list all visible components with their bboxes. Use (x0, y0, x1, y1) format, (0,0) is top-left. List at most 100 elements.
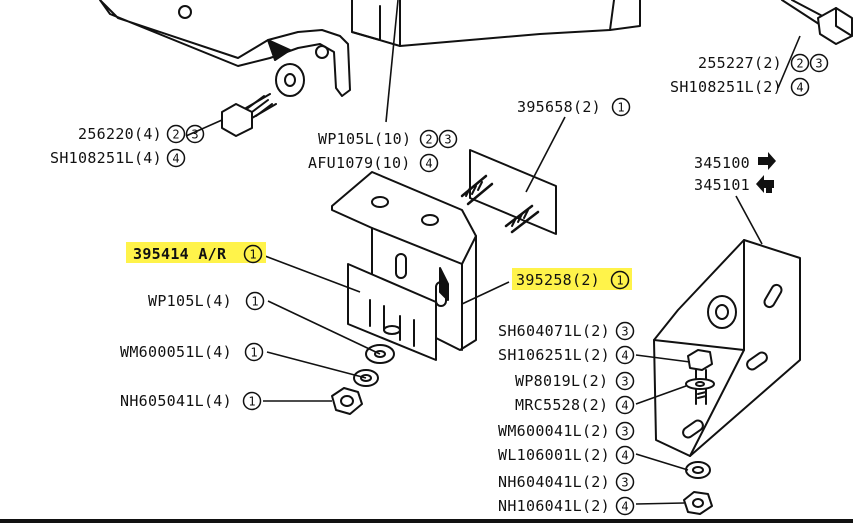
label-256220: 256220(4) (78, 125, 162, 143)
callout-circles-sh106251: 4 (615, 345, 635, 365)
callout-circles-wp8019: 3 (615, 371, 635, 391)
corner-bracket-drawing (653, 239, 801, 457)
label-255227: 255227(2) (698, 54, 782, 72)
highlight-395414 (126, 242, 266, 263)
label-wp105l-4: WP105L(4) (148, 292, 232, 310)
callout-circles-nh604041: 3 (615, 472, 635, 492)
callout-circles-sh108251-right: 4 (790, 77, 810, 97)
label-wm600051: WM600051L(4) (120, 343, 232, 361)
callout-number: 4 (621, 449, 628, 463)
label-345100: 345100 (694, 154, 750, 172)
arrow-left-icon (756, 175, 774, 193)
callout-number: 3 (191, 128, 198, 142)
callout-circle (166, 124, 186, 144)
callout-circles-wm600041: 3 (615, 421, 635, 441)
callout-circles-sh108251-left: 4 (166, 148, 186, 168)
callout-circle (245, 291, 265, 311)
callout-circle (615, 421, 635, 441)
top-right-bolt-drawing (781, 0, 853, 45)
highlight-395258 (512, 268, 632, 290)
callout-circle (615, 445, 635, 465)
label-wl106001: WL106001L(2) (498, 446, 610, 464)
callout-number: 2 (796, 57, 803, 71)
callout-number: 1 (251, 295, 258, 309)
callout-circle (166, 148, 186, 168)
label-sh106251: SH106251L(2) (498, 346, 610, 364)
left-bolt-drawing (221, 93, 277, 137)
label-345101: 345101 (694, 176, 750, 194)
callout-number: 3 (815, 57, 822, 71)
callout-circles-395258: 1 (610, 270, 630, 290)
callout-circle (610, 270, 630, 290)
callout-number: 3 (621, 325, 628, 339)
callout-number: 2 (172, 128, 179, 142)
bumper-bracket-left-drawing (99, 0, 351, 97)
callout-circle (615, 395, 635, 415)
callout-circles-wm600051: 1 (244, 342, 264, 362)
arrow-left-tail-icon (766, 184, 772, 193)
callout-number: 3 (621, 425, 628, 439)
callout-circles-wp105l-4: 1 (245, 291, 265, 311)
callout-number: 2 (425, 133, 432, 147)
callout-number: 1 (250, 346, 257, 360)
callout-number: 1 (617, 101, 624, 115)
callout-number: 3 (621, 375, 628, 389)
callout-number: 4 (796, 81, 803, 95)
label-395258: 395258(2) (516, 271, 600, 289)
callout-circles-nh106041: 4 (615, 496, 635, 516)
callout-number: 4 (425, 157, 432, 171)
callout-number: 1 (249, 248, 256, 262)
callout-circle (615, 321, 635, 341)
outer-bracket-drawing (331, 171, 477, 351)
callout-circle (185, 124, 205, 144)
bottom-border-rule (0, 519, 853, 523)
spacer-plate-drawing (347, 263, 437, 361)
callout-circles-mrc5528: 4 (615, 395, 635, 415)
callout-circle (615, 371, 635, 391)
callout-circles-395658: 1 (611, 97, 631, 117)
stud-plate-drawing (460, 149, 557, 235)
label-395658: 395658(2) (517, 98, 601, 116)
callout-circle (242, 391, 262, 411)
callout-circles-395414: 1 (243, 244, 263, 264)
right-hardware-drawing (683, 349, 715, 515)
left-washer-drawing (275, 63, 305, 97)
callout-number: 1 (616, 274, 623, 288)
label-nh605041: NH605041L(4) (120, 392, 232, 410)
callout-circles-sh604071: 3 (615, 321, 635, 341)
callout-circles-256220: 2 3 (166, 124, 205, 144)
callout-circle (790, 53, 810, 73)
callout-circle (615, 345, 635, 365)
callout-circle (419, 153, 439, 173)
callout-circle (611, 97, 631, 117)
leader-lines (185, 0, 801, 505)
label-wp8019: WP8019L(2) (515, 372, 608, 390)
bumper-drawing (351, 0, 641, 47)
arrow-right-icon (758, 152, 776, 170)
label-mrc5528: MRC5528(2) (515, 396, 608, 414)
callout-number: 3 (444, 133, 451, 147)
callout-circle (615, 496, 635, 516)
callout-number: 3 (621, 476, 628, 490)
callout-number: 4 (621, 500, 628, 514)
callout-circles-afu1079: 4 (419, 153, 439, 173)
callout-circle (438, 129, 458, 149)
label-sh604071: SH604071L(2) (498, 322, 610, 340)
label-nh604041: NH604041L(2) (498, 473, 610, 491)
callout-circles-nh605041: 1 (242, 391, 262, 411)
callout-number: 1 (248, 395, 255, 409)
callout-number: 4 (621, 399, 628, 413)
callout-circle (809, 53, 829, 73)
label-nh106041: NH106041L(2) (498, 497, 610, 515)
callout-number: 4 (621, 349, 628, 363)
label-afu1079: AFU1079(10) (308, 154, 411, 172)
callout-circle (615, 472, 635, 492)
callout-circle (243, 244, 263, 264)
callout-circle (419, 129, 439, 149)
label-395414: 395414 A/R (133, 245, 227, 263)
label-wp105l-10: WP105L(10) (318, 130, 411, 148)
callout-circle (244, 342, 264, 362)
label-sh108251-left: SH108251L(4) (50, 149, 162, 167)
part-labels: 255227(2) 2 3 SH108251L(2) 4 256220(4) 2… (50, 53, 829, 516)
